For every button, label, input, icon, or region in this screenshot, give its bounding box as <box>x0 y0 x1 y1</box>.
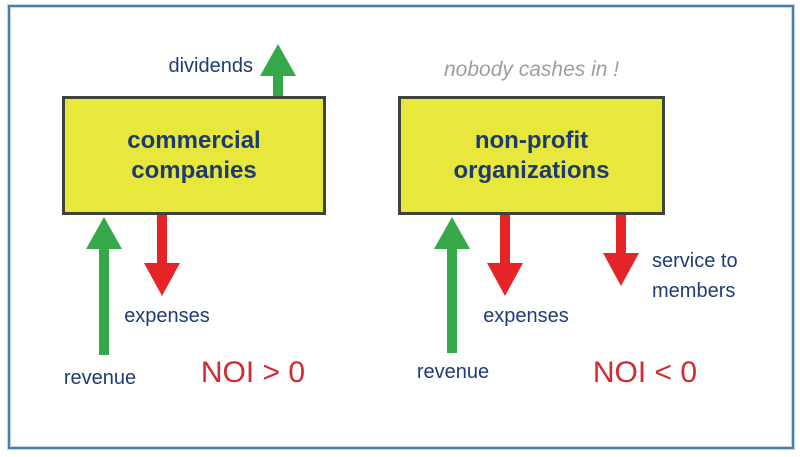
arrow-head <box>603 253 639 286</box>
arrow-shaft <box>273 76 283 96</box>
revenue-up-arrow-icon <box>434 217 470 353</box>
dividends-up-arrow-icon <box>260 44 296 96</box>
arrow-shaft <box>447 249 457 353</box>
dividends-label: dividends <box>168 55 253 77</box>
service-down-arrow-icon <box>603 215 639 286</box>
commercial-companies-box: commercial companies <box>62 96 326 215</box>
service-to-members-label: service to members <box>652 250 738 302</box>
expenses-down-arrow-icon <box>487 215 523 296</box>
arrow-shaft <box>99 249 109 355</box>
expenses-label: expenses <box>124 305 210 327</box>
outer-frame <box>8 5 794 449</box>
noi-negative-label: NOI < 0 <box>592 356 698 389</box>
arrow-shaft <box>500 215 510 263</box>
arrow-head <box>260 44 296 76</box>
arrow-head <box>487 263 523 296</box>
arrow-head <box>144 263 180 296</box>
arrow-head <box>434 217 470 249</box>
revenue-label: revenue <box>63 367 137 389</box>
expenses-down-arrow-icon <box>144 215 180 296</box>
arrow-shaft <box>616 215 626 253</box>
arrow-shaft <box>157 215 167 263</box>
arrow-head <box>86 217 122 249</box>
non-profit-organizations-box: non-profit organizations <box>398 96 665 215</box>
expenses-label: expenses <box>483 305 569 327</box>
noi-positive-label: NOI > 0 <box>200 356 306 389</box>
revenue-label: revenue <box>416 361 490 383</box>
nobody-cashes-in-note: nobody cashes in ! <box>444 58 620 81</box>
revenue-up-arrow-icon <box>86 217 122 355</box>
